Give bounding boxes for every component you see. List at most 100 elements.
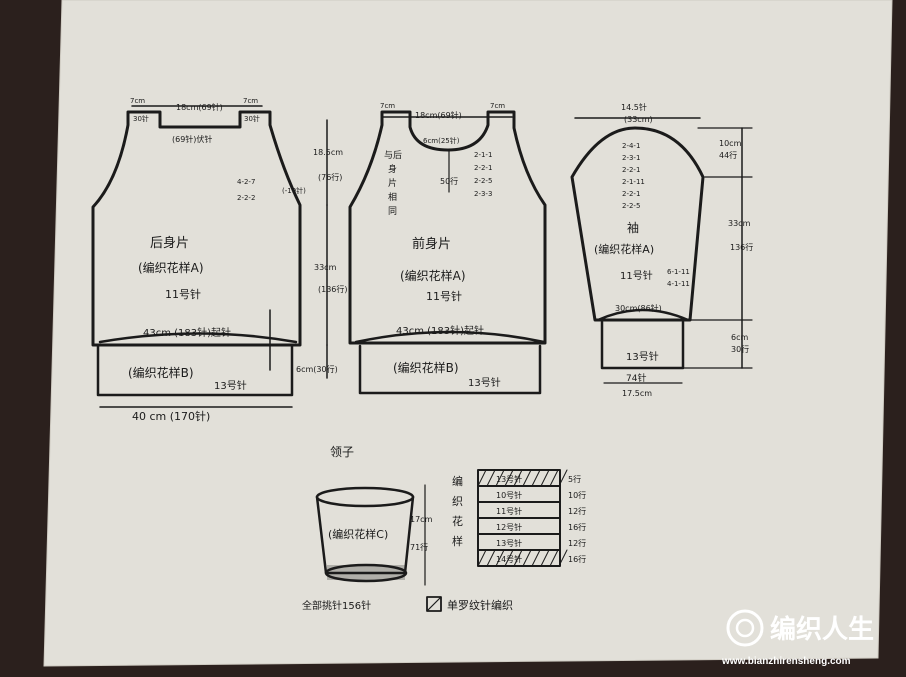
chart-row-hatch bbox=[486, 469, 496, 487]
front-side-note-2: 身 bbox=[388, 163, 397, 175]
watermark-brand: 编织人生 bbox=[770, 614, 874, 644]
front-neck-dec-1: 2-1-1 bbox=[474, 151, 492, 159]
front-needle: 11号针 bbox=[426, 289, 462, 303]
chart-row-rows: 10行 bbox=[568, 490, 586, 500]
sleeve-cap-dec-1: 2-4-1 bbox=[622, 142, 640, 150]
back-shoulder-right-st: 30针 bbox=[244, 114, 260, 123]
sleeve-cuff-width: 17.5cm bbox=[622, 389, 652, 398]
front-pattern: (编织花样A) bbox=[400, 268, 466, 283]
chart-row-rows: 12行 bbox=[568, 506, 586, 516]
armhole-rows: (76行) bbox=[318, 172, 342, 182]
chart-row-hatch bbox=[513, 469, 523, 487]
chart-row-hatch bbox=[531, 549, 541, 567]
back-shoulder-left: 7cm bbox=[130, 97, 145, 105]
chart-row-needle: 12号针 bbox=[496, 522, 522, 532]
sleeve-cap-dec-2: 2-3-1 bbox=[622, 154, 640, 162]
back-armhole-st: (-19针) bbox=[282, 186, 306, 195]
sleeve-needle: 11号针 bbox=[620, 269, 653, 282]
back-neck-top: 18cm(69针) bbox=[176, 102, 223, 112]
sleeve-title: 袖 bbox=[627, 220, 639, 235]
front-piece-diagram: 7cm 18cm(69针) 7cm 6cm(25针) 2-1-1 2-2-1 2… bbox=[348, 102, 547, 395]
sleeve-cuff-rows: 30行 bbox=[731, 344, 749, 354]
front-shoulder-right: 7cm bbox=[490, 102, 505, 110]
front-width-upper: 43cm (183针)起针 bbox=[396, 324, 484, 337]
chart-side-label-1: 编 bbox=[452, 474, 463, 488]
chart-side-label-2: 织 bbox=[452, 495, 463, 508]
sleeve-cap-dec-6: 2-2-5 bbox=[622, 202, 640, 210]
body-height: 33cm bbox=[314, 263, 337, 272]
chart-row-hatch bbox=[477, 469, 487, 487]
sleeve-cap-dec-3: 2-2-1 bbox=[622, 166, 640, 174]
chart-row-needle: 13号针 bbox=[496, 538, 522, 548]
chart-row-needle: 13号针 bbox=[496, 474, 522, 484]
chart-row-hatch bbox=[558, 469, 568, 487]
sleeve-length-rows: 136行 bbox=[730, 242, 753, 252]
chart-row-rows: 16行 bbox=[568, 522, 586, 532]
chart-row-needle: 11号针 bbox=[496, 506, 522, 516]
front-rib-pattern: (编织花样B) bbox=[393, 360, 459, 375]
armhole-height: 18.5cm bbox=[313, 148, 343, 157]
front-neck-dec-3: 2-2-5 bbox=[474, 177, 492, 185]
back-shoulder-right: 7cm bbox=[243, 97, 258, 105]
body-height-dimension: 18.5cm (76行) 33cm (136行) 6cm(30行) bbox=[296, 119, 348, 379]
sleeve-lower-width: 30cm(86针) bbox=[615, 303, 662, 313]
back-rib-pattern: (编织花样B) bbox=[128, 365, 194, 380]
sleeve-diagram: 14.5针 (33cm) 2-4-1 2-3-1 2-2-1 2-1-11 2-… bbox=[570, 102, 753, 398]
collar-diagram: 领子 (编织花样C) 17cm 71行 全部挑针156针 bbox=[302, 445, 433, 612]
sleeve-cuff-needle: 13号针 bbox=[626, 350, 659, 363]
front-side-note-3: 片 bbox=[388, 177, 397, 189]
chart-row-needle: 10号针 bbox=[496, 490, 522, 500]
front-side-note-1: 与后 bbox=[384, 150, 402, 161]
collar-pickup: 全部挑针156针 bbox=[302, 599, 371, 612]
chart-row-hatch bbox=[531, 469, 541, 487]
chart-row-needle: 14号针 bbox=[496, 554, 522, 564]
chart-row-hatch bbox=[504, 549, 514, 567]
collar-title: 领子 bbox=[330, 445, 354, 459]
rib-height: 6cm(30行) bbox=[296, 364, 338, 374]
sleeve-cap-dec-5: 2-2-1 bbox=[622, 190, 640, 198]
front-neck-center: 6cm(25针) bbox=[423, 136, 460, 145]
sleeve-top-width: 14.5针 bbox=[621, 102, 647, 112]
front-shoulder-left: 7cm bbox=[380, 102, 395, 110]
sleeve-inc-1: 6-1-11 bbox=[667, 268, 690, 276]
front-title: 前身片 bbox=[412, 236, 451, 252]
chart-row-box bbox=[477, 549, 561, 567]
chart-row-hatch bbox=[513, 549, 523, 567]
chart-row-hatch bbox=[540, 469, 550, 487]
chart-row-hatch bbox=[486, 549, 496, 567]
collar-pattern: (编织花样C) bbox=[328, 527, 388, 541]
chart-row-hatch bbox=[558, 549, 568, 567]
front-neck-rows: 50行 bbox=[440, 176, 458, 186]
chart-row-hatch bbox=[522, 549, 532, 567]
chart-row-hatch bbox=[522, 469, 532, 487]
chart-row-hatch bbox=[549, 549, 559, 567]
sleeve-cap-height: 10cm bbox=[719, 139, 742, 148]
back-armhole-dec2: 2-2-2 bbox=[237, 194, 255, 202]
chart-row-hatch bbox=[495, 469, 505, 487]
front-neck-dec-2: 2-2-1 bbox=[474, 164, 492, 172]
back-width-upper: 43cm (183针)起针 bbox=[143, 326, 231, 339]
back-needle: 11号针 bbox=[165, 287, 201, 301]
body-rows: (136行) bbox=[318, 284, 348, 294]
chart-row-hatch bbox=[495, 549, 505, 567]
sleeve-pattern: (编织花样A) bbox=[594, 242, 654, 256]
sleeve-top-st: (33cm) bbox=[624, 115, 653, 124]
legend-text: 单罗纹针编织 bbox=[447, 598, 513, 612]
collar-height: 17cm bbox=[410, 515, 433, 524]
back-neck-note: (69针)伏针 bbox=[172, 134, 212, 144]
legend: 单罗纹针编织 bbox=[426, 596, 513, 612]
chart-side-label-4: 样 bbox=[452, 534, 463, 548]
front-side-note-5: 同 bbox=[388, 206, 397, 217]
chart-row-hatch bbox=[549, 469, 559, 487]
back-shoulder-left-st: 30针 bbox=[133, 114, 149, 123]
chart-row-rows: 16行 bbox=[568, 554, 586, 564]
back-armhole-dec: 4-2-7 bbox=[237, 178, 255, 186]
sleeve-inc-2: 4-1-11 bbox=[667, 280, 690, 288]
sleeve-cap-rows: 44行 bbox=[719, 150, 737, 160]
back-piece-diagram: 7cm 30针 18cm(69针) 7cm 30针 (69针)伏针 4-2-7 … bbox=[91, 97, 306, 423]
watermark: 编织人生 www.bianzhirensheng.com bbox=[721, 609, 874, 667]
back-pattern: (编织花样A) bbox=[138, 260, 204, 275]
collar-rows: 71行 bbox=[410, 542, 428, 552]
